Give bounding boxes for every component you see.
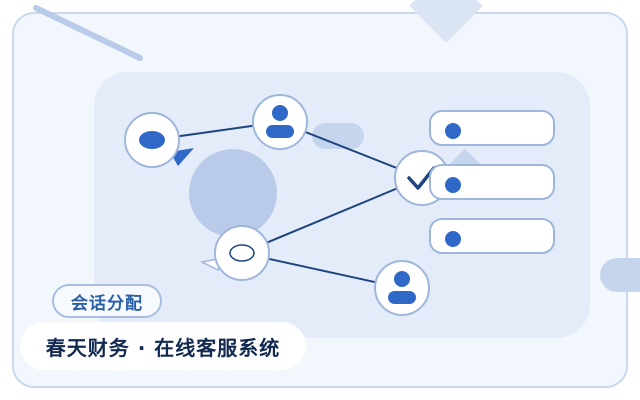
queue-item xyxy=(429,218,555,254)
chat-bubble-icon xyxy=(199,225,270,281)
user-icon xyxy=(374,260,430,316)
queue-list xyxy=(429,110,555,254)
dot-icon xyxy=(445,123,461,139)
dot-icon xyxy=(445,231,461,247)
page-title: 春天财务 · 在线客服系统 xyxy=(20,322,306,370)
queue-item xyxy=(429,110,555,146)
decor-pill-right xyxy=(600,258,640,292)
feature-tag: 会话分配 xyxy=(52,284,162,318)
decor-circle xyxy=(189,149,277,237)
chat-bubble-icon xyxy=(124,112,194,168)
decor-stroke xyxy=(33,5,143,61)
queue-item xyxy=(429,164,555,200)
dot-icon xyxy=(445,177,461,193)
decor-pill-mid xyxy=(312,123,364,149)
decor-diamond-top xyxy=(409,0,483,43)
user-icon xyxy=(252,94,308,150)
link-chat-to-hub xyxy=(241,177,423,254)
